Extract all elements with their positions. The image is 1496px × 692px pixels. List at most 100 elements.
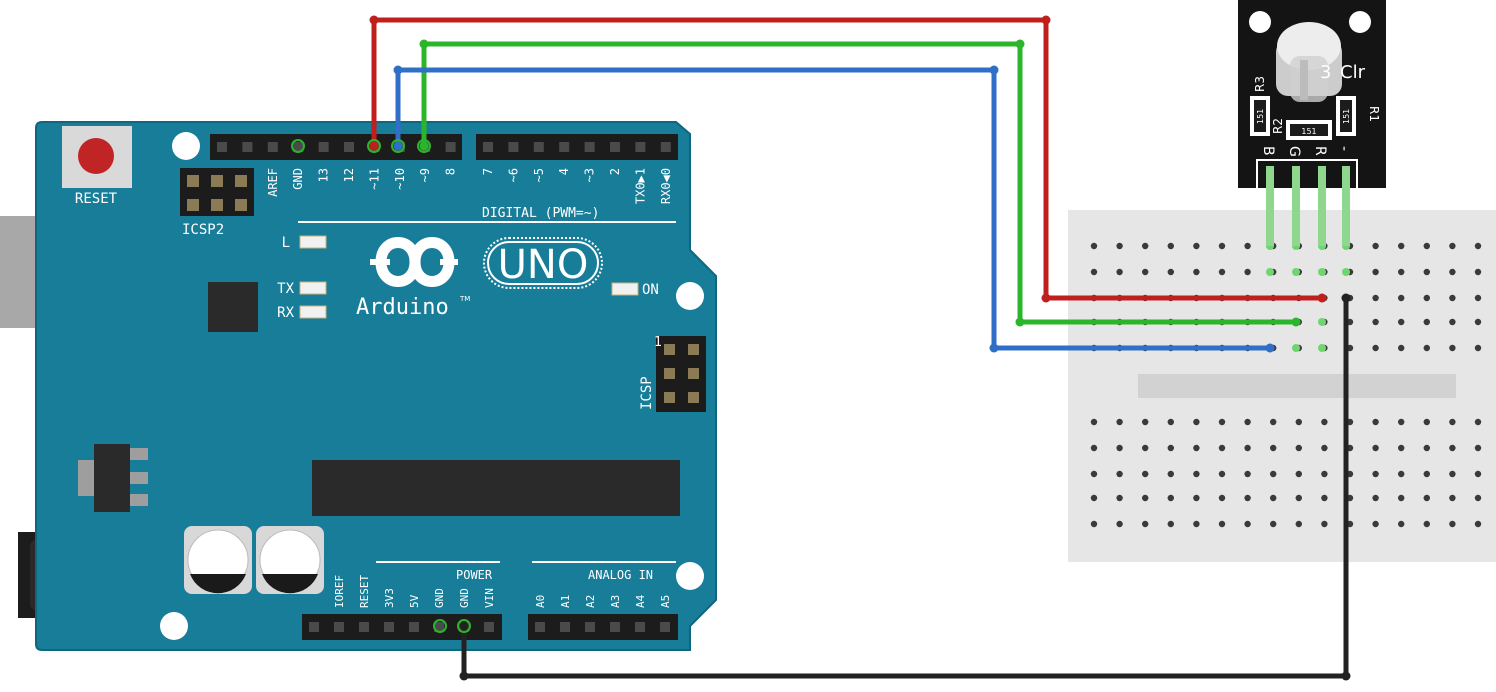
breadboard-hole[interactable] <box>1270 418 1277 426</box>
breadboard-hole[interactable] <box>1321 444 1328 452</box>
breadboard-hole[interactable] <box>1372 318 1379 326</box>
breadboard-hole[interactable] <box>1423 242 1431 250</box>
breadboard-hole-connected[interactable] <box>1318 318 1326 326</box>
breadboard-hole[interactable] <box>1449 344 1456 352</box>
header-pin[interactable] <box>235 199 247 211</box>
header-pin[interactable] <box>560 622 570 632</box>
header-pin[interactable] <box>235 175 247 187</box>
header-pin[interactable] <box>584 142 595 152</box>
module-pin[interactable] <box>1266 166 1274 246</box>
breadboard-hole[interactable] <box>1423 470 1431 478</box>
header-pin[interactable] <box>688 368 699 379</box>
breadboard-hole[interactable] <box>1090 418 1098 426</box>
breadboard-hole[interactable] <box>1244 470 1251 478</box>
header-pin[interactable] <box>217 142 227 152</box>
breadboard-hole[interactable] <box>1244 520 1251 528</box>
header-pin[interactable] <box>187 175 199 187</box>
breadboard-hole[interactable] <box>1270 470 1277 478</box>
header-pin[interactable] <box>293 142 304 152</box>
breadboard-hole[interactable] <box>1142 494 1149 502</box>
breadboard-hole[interactable] <box>1372 520 1379 528</box>
breadboard-hole[interactable] <box>1295 494 1303 502</box>
breadboard-hole[interactable] <box>1372 344 1379 352</box>
breadboard-hole[interactable] <box>1142 242 1149 250</box>
breadboard-hole[interactable] <box>1474 318 1482 326</box>
breadboard-hole[interactable] <box>1218 268 1226 276</box>
breadboard-hole[interactable] <box>1449 242 1456 250</box>
module-pin[interactable] <box>1342 166 1350 246</box>
breadboard-hole[interactable] <box>1295 470 1303 478</box>
breadboard-hole[interactable] <box>1116 470 1123 478</box>
breadboard-hole[interactable] <box>1193 470 1200 478</box>
breadboard-hole[interactable] <box>1449 294 1456 302</box>
breadboard-hole[interactable] <box>1142 444 1149 452</box>
breadboard-hole[interactable] <box>1423 520 1431 528</box>
breadboard-hole[interactable] <box>1116 268 1123 276</box>
breadboard-hole[interactable] <box>1321 470 1328 478</box>
breadboard-hole[interactable] <box>1244 494 1251 502</box>
breadboard-hole[interactable] <box>1449 444 1456 452</box>
header-pin[interactable] <box>585 622 595 632</box>
breadboard-hole[interactable] <box>1295 418 1303 426</box>
header-pin[interactable] <box>508 142 519 152</box>
breadboard-hole[interactable] <box>1398 268 1405 276</box>
breadboard-hole[interactable] <box>1218 470 1226 478</box>
header-pin[interactable] <box>610 142 620 152</box>
breadboard-hole[interactable] <box>1295 520 1303 528</box>
breadboard-hole[interactable] <box>1167 520 1175 528</box>
breadboard-hole[interactable] <box>1372 470 1379 478</box>
header-pin[interactable] <box>610 622 620 632</box>
breadboard-hole[interactable] <box>1193 494 1200 502</box>
header-pin[interactable] <box>187 199 199 211</box>
header-pin[interactable] <box>409 622 419 632</box>
breadboard-hole[interactable] <box>1167 470 1175 478</box>
breadboard-hole[interactable] <box>1398 520 1405 528</box>
breadboard-hole-connected[interactable] <box>1318 344 1326 352</box>
header-pin[interactable] <box>635 142 646 152</box>
breadboard-hole[interactable] <box>1372 418 1379 426</box>
breadboard-hole[interactable] <box>1474 242 1482 250</box>
breadboard-hole[interactable] <box>1116 242 1123 250</box>
header-pin[interactable] <box>559 142 570 152</box>
header-pin[interactable] <box>664 344 675 355</box>
header-pin[interactable] <box>309 622 319 632</box>
breadboard-hole[interactable] <box>1423 294 1431 302</box>
breadboard-hole[interactable] <box>1321 494 1328 502</box>
black-wire[interactable] <box>461 298 1349 679</box>
header-pin[interactable] <box>660 622 670 632</box>
breadboard-hole[interactable] <box>1090 494 1098 502</box>
breadboard-hole[interactable] <box>1167 494 1175 502</box>
breadboard-hole[interactable] <box>1193 520 1200 528</box>
breadboard-hole[interactable] <box>1090 520 1098 528</box>
breadboard-hole[interactable] <box>1142 418 1149 426</box>
breadboard-hole[interactable] <box>1142 520 1149 528</box>
breadboard-hole[interactable] <box>1474 494 1482 502</box>
breadboard-hole[interactable] <box>1398 318 1405 326</box>
breadboard-hole[interactable] <box>1474 344 1482 352</box>
breadboard-hole[interactable] <box>1142 470 1149 478</box>
breadboard-hole[interactable] <box>1474 444 1482 452</box>
breadboard-hole[interactable] <box>1398 494 1405 502</box>
breadboard-hole[interactable] <box>1474 418 1482 426</box>
breadboard-hole[interactable] <box>1244 268 1251 276</box>
breadboard-hole-connected[interactable] <box>1292 344 1300 352</box>
breadboard-hole[interactable] <box>1423 444 1431 452</box>
breadboard-hole[interactable] <box>1270 494 1277 502</box>
breadboard-hole[interactable] <box>1090 242 1098 250</box>
header-pin[interactable] <box>359 622 369 632</box>
breadboard-hole[interactable] <box>1398 294 1405 302</box>
module-pin[interactable] <box>1292 166 1300 246</box>
reset-button[interactable] <box>62 126 132 188</box>
breadboard-hole[interactable] <box>1218 494 1226 502</box>
header-pin[interactable] <box>484 622 494 632</box>
header-pin[interactable] <box>660 142 671 152</box>
breadboard-hole[interactable] <box>1372 444 1379 452</box>
header-pin[interactable] <box>445 142 456 152</box>
breadboard-hole[interactable] <box>1398 444 1405 452</box>
breadboard-hole[interactable] <box>1244 418 1251 426</box>
breadboard-hole[interactable] <box>1474 268 1482 276</box>
breadboard-hole[interactable] <box>1474 294 1482 302</box>
header-pin[interactable] <box>688 344 699 355</box>
header-pin[interactable] <box>664 368 675 379</box>
header-pin[interactable] <box>434 622 444 632</box>
